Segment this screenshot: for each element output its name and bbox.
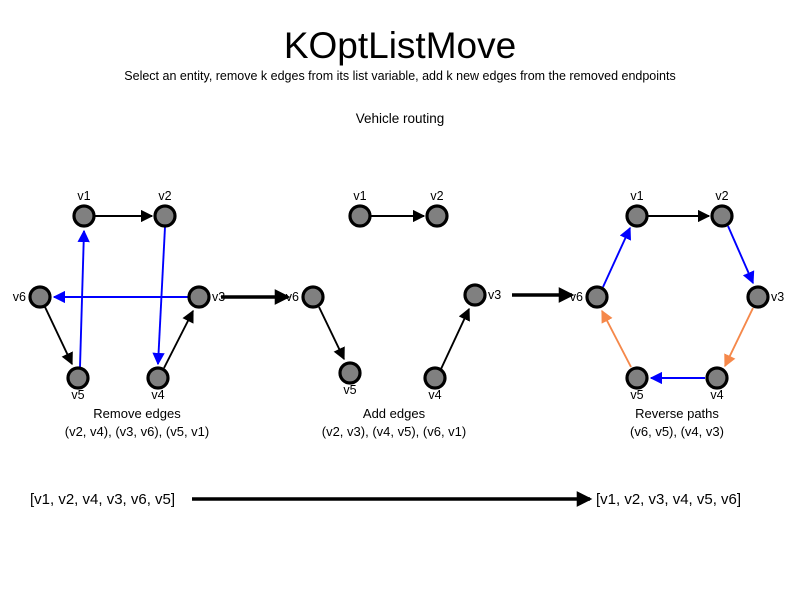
edge-v6-v5 xyxy=(318,306,345,361)
node-label-v3: v3 xyxy=(771,290,784,304)
node-label-v4: v4 xyxy=(428,388,441,402)
graph-node-v2[interactable] xyxy=(710,204,734,228)
graph-node-v4[interactable] xyxy=(705,366,729,390)
after-list-label: [v1, v2, v3, v4, v5, v6] xyxy=(596,491,741,508)
edge-v4-v3 xyxy=(440,307,470,370)
graph-node-v4[interactable] xyxy=(146,366,170,390)
graph-node-v1[interactable] xyxy=(72,204,96,228)
before-list-label: [v1, v2, v4, v3, v6, v5] xyxy=(30,491,175,508)
graph-node-v5[interactable] xyxy=(66,366,90,390)
edge-v6-v1 xyxy=(602,226,631,288)
graph-node-v6[interactable] xyxy=(301,285,325,309)
node-label-v6: v6 xyxy=(13,290,26,304)
context-label: Vehicle routing xyxy=(355,111,445,126)
node-label-v1: v1 xyxy=(630,189,643,203)
panel-caption-detail-add: (v2, v3), (v4, v5), (v6, v1) xyxy=(322,424,466,439)
node-label-v4: v4 xyxy=(151,388,164,402)
edge-v3-v4 xyxy=(724,307,754,368)
edge-v2-v4 xyxy=(152,226,166,366)
graph-node-v6[interactable] xyxy=(585,285,609,309)
edge-v5-v6 xyxy=(601,309,632,368)
panel-caption-title-add: Add edges xyxy=(363,406,426,421)
graph-node-v2[interactable] xyxy=(425,204,449,228)
node-label-v5: v5 xyxy=(343,383,356,397)
edge-v6-v5 xyxy=(44,306,73,366)
graph-node-v1[interactable] xyxy=(625,204,649,228)
node-label-v3: v3 xyxy=(488,288,501,302)
panel-caption-detail-reverse: (v6, v5), (v4, v3) xyxy=(630,424,724,439)
page-subtitle: Select an entity, remove k edges from it… xyxy=(124,69,676,83)
edge-v5-v1 xyxy=(77,229,90,368)
connectors-group xyxy=(221,287,575,305)
node-label-v5: v5 xyxy=(630,388,643,402)
graph-node-v3[interactable] xyxy=(463,283,487,307)
graph-node-v4[interactable] xyxy=(423,366,447,390)
node-label-v1: v1 xyxy=(77,189,90,203)
graph-node-v2[interactable] xyxy=(153,204,177,228)
graph-node-v5[interactable] xyxy=(338,361,362,385)
node-label-v3: v3 xyxy=(212,290,225,304)
node-label-v1: v1 xyxy=(353,189,366,203)
panel-caption-title-reverse: Reverse paths xyxy=(635,406,719,421)
node-label-v2: v2 xyxy=(158,189,171,203)
node-label-v2: v2 xyxy=(430,189,443,203)
graph-node-v3[interactable] xyxy=(187,285,211,309)
edge-v2-v3 xyxy=(727,225,755,285)
footer-group: [v1, v2, v4, v3, v6, v5] [v1, v2, v3, v4… xyxy=(30,491,741,508)
panel-caption-detail-remove: (v2, v4), (v3, v6), (v5, v1) xyxy=(65,424,209,439)
node-label-v6: v6 xyxy=(570,290,583,304)
graph-node-v3[interactable] xyxy=(746,285,770,309)
graph-node-v6[interactable] xyxy=(28,285,52,309)
graph-node-v5[interactable] xyxy=(625,366,649,390)
node-label-v4: v4 xyxy=(710,388,723,402)
node-label-v2: v2 xyxy=(715,189,728,203)
panel-caption-title-remove: Remove edges xyxy=(93,406,181,421)
page-title: KOptListMove xyxy=(283,25,517,66)
graph-node-v1[interactable] xyxy=(348,204,372,228)
edge-v4-v3 xyxy=(163,309,194,369)
node-label-v5: v5 xyxy=(71,388,84,402)
